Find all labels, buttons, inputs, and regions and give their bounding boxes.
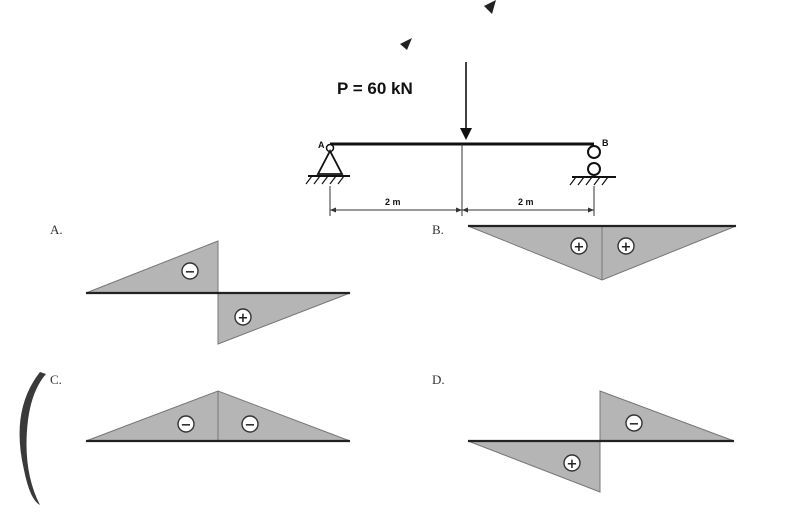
option-b-sign-right: + [621, 240, 632, 255]
load-label: P = 60 kN [337, 79, 413, 98]
plus-sign-icon [570, 237, 588, 255]
plus-sign-icon [234, 308, 252, 326]
option-a-label: A. [50, 222, 63, 237]
roller-support-icon-lower [587, 162, 601, 176]
scan-mark-slash [400, 38, 412, 50]
option-d-positive-region [467, 440, 601, 493]
scan-mark-left [19, 372, 46, 505]
ground-hatch-a [305, 175, 345, 185]
option-d-sign-right: − [629, 417, 640, 432]
scan-mark-top [484, 0, 496, 14]
option-c-sign-right: − [245, 418, 256, 433]
minus-sign-icon [625, 414, 643, 432]
roller-support-icon [587, 145, 601, 159]
minus-sign-icon [177, 415, 195, 433]
option-c-diagram: C. − − [50, 372, 351, 443]
option-b-sign-left: + [574, 240, 585, 255]
option-b-label: B. [432, 222, 444, 237]
option-d-negative-region [599, 390, 735, 442]
dim-arrow-icon [330, 207, 594, 213]
minus-sign-icon [241, 415, 259, 433]
span-right-label: 2 m [518, 197, 534, 207]
minus-sign-icon [181, 262, 199, 280]
option-d-label: D. [432, 372, 445, 387]
plus-sign-icon [563, 454, 581, 472]
option-a-negative-region [85, 240, 219, 294]
option-c-sign-left: − [181, 418, 192, 433]
option-d-sign-left: + [567, 457, 578, 472]
plus-sign-icon [617, 237, 635, 255]
support-a-label: A [318, 140, 325, 150]
option-c-label: C. [50, 372, 62, 387]
option-b-diagram: B. + + [432, 222, 737, 281]
dimension-lines [329, 144, 595, 216]
option-d-diagram: D. + − [432, 372, 735, 493]
load-arrow-icon [460, 128, 472, 140]
pin-support-triangle [316, 149, 344, 175]
span-left-label: 2 m [385, 197, 401, 207]
option-a-sign-right: + [238, 311, 249, 326]
option-a-diagram: A. − + [50, 222, 351, 345]
support-b-label: B [602, 138, 609, 148]
ground-hatch-b [569, 176, 609, 186]
option-a-sign-left: − [185, 265, 196, 280]
beam-figure: P = 60 kN A B [305, 62, 616, 216]
